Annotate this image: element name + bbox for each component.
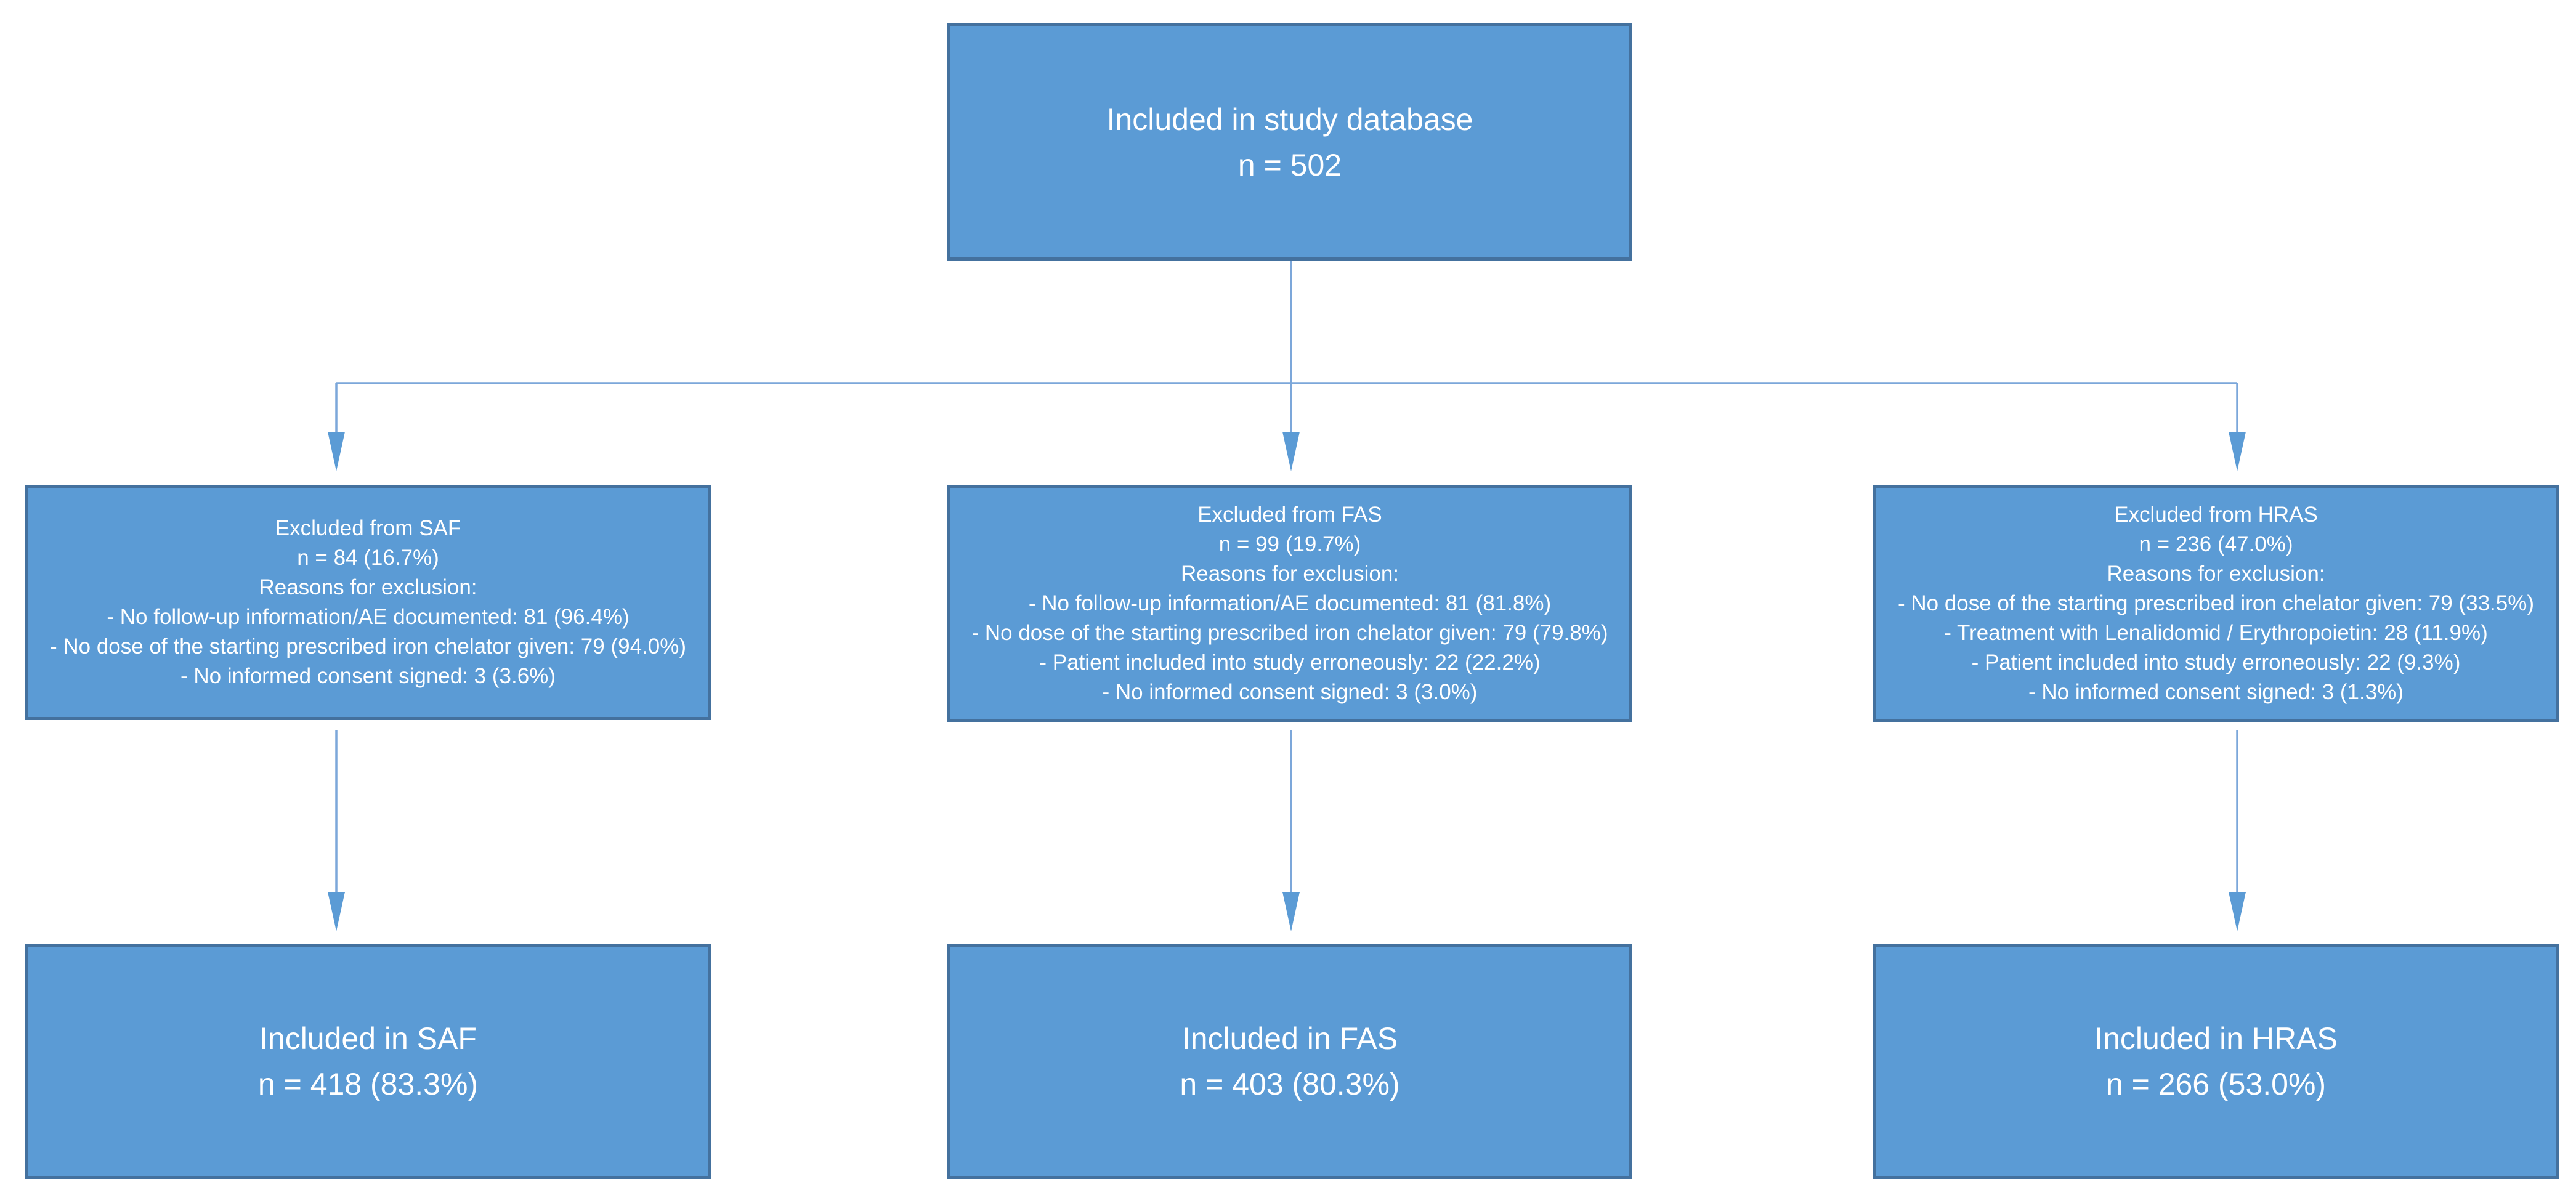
node-text-line: Included in study database [1106, 102, 1473, 137]
node-text-line: n = 236 (47.0%) [2139, 532, 2293, 556]
node-included-in-fas: Included in FAS n = 403 (80.3%) [947, 944, 1632, 1179]
node-text-line: Excluded from SAF [275, 516, 461, 540]
node-text-line: Included in HRAS [2094, 1021, 2338, 1056]
node-text-line: Reasons for exclusion: [1180, 561, 1399, 586]
node-text-line: - No dose of the starting prescribed iro… [49, 634, 687, 658]
node-text-line: n = 99 (19.7%) [1218, 532, 1361, 556]
node-text-line: Reasons for exclusion: [2107, 561, 2325, 586]
node-included-in-saf: Included in SAF n = 418 (83.3%) [25, 944, 711, 1179]
arrowhead-down-icon-left-row1 [328, 432, 345, 471]
node-included-study-database: Included in study database n = 502 [947, 23, 1632, 261]
node-text-line: - No follow-up information/AE documented… [107, 605, 630, 629]
arrowhead-down-icon-right-row1 [2229, 432, 2246, 471]
node-text-line: - No informed consent signed: 3 (3.6%) [180, 664, 556, 688]
node-excluded-from-saf: Excluded from SAF n = 84 (16.7%) Reasons… [25, 485, 711, 720]
node-text-line: n = 84 (16.7%) [297, 546, 439, 570]
node-text-line: - No dose of the starting prescribed iro… [971, 620, 1608, 645]
node-text-line: Reasons for exclusion: [259, 575, 477, 599]
node-text-line: Included in FAS [1181, 1021, 1398, 1056]
node-text-line: - No dose of the starting prescribed iro… [1897, 591, 2535, 615]
arrowhead-down-icon-center-row1 [1282, 432, 1300, 471]
node-text-line: - Treatment with Lenalidomid / Erythropo… [1944, 620, 2488, 645]
node-excluded-from-fas: Excluded from FAS n = 99 (19.7%) Reasons… [947, 485, 1632, 722]
node-text-line: n = 266 (53.0%) [2105, 1067, 2327, 1101]
node-text-line: Excluded from FAS [1197, 502, 1382, 527]
node-text-line: Included in SAF [259, 1021, 477, 1056]
node-text-line: Excluded from HRAS [2114, 502, 2318, 527]
arrowhead-down-icon-left-row2 [328, 892, 345, 931]
node-text-line: - Patient included into study erroneousl… [1039, 650, 1541, 674]
arrowhead-down-icon-right-row2 [2229, 892, 2246, 931]
node-text-line: n = 502 [1237, 147, 1342, 182]
node-text-line: - No follow-up information/AE documented… [1028, 591, 1552, 615]
node-excluded-from-hras: Excluded from HRAS n = 236 (47.0%) Reaso… [1873, 485, 2559, 722]
node-text-line: - Patient included into study erroneousl… [1971, 650, 2461, 674]
arrowhead-down-icon-center-row2 [1282, 892, 1300, 931]
node-text-line: n = 418 (83.3%) [257, 1067, 479, 1101]
node-included-in-hras: Included in HRAS n = 266 (53.0%) [1873, 944, 2559, 1179]
node-text-line: - No informed consent signed: 3 (1.3%) [2028, 679, 2404, 704]
node-text-line: n = 403 (80.3%) [1180, 1067, 1400, 1101]
node-text-line: - No informed consent signed: 3 (3.0%) [1102, 679, 1478, 704]
